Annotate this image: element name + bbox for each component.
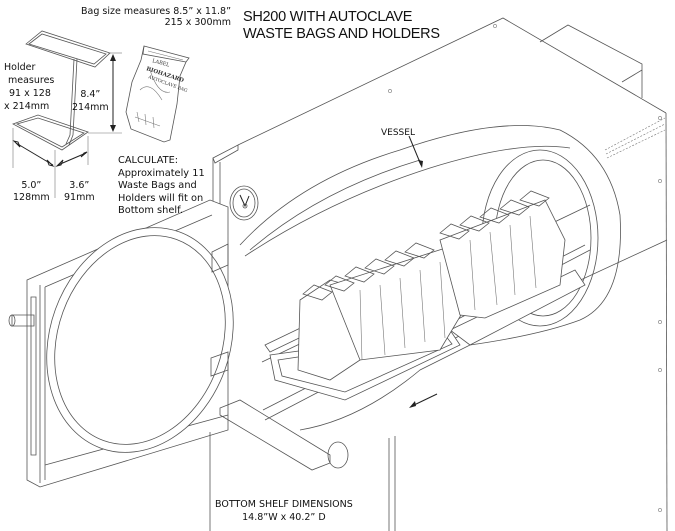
calculate-line-2: Waste Bags and: [118, 180, 197, 191]
calculate-line-4: Bottom shelf.: [118, 205, 183, 216]
calculate-note: CALCULATE: Approximately 11 Waste Bags a…: [118, 155, 205, 218]
bag-size-line-2: 215 x 300mm: [164, 16, 231, 28]
door-handle: [8, 314, 35, 327]
calculate-heading: CALCULATE:: [118, 155, 179, 166]
vent-holes: [604, 117, 666, 159]
holder-height-dimension: 8.4” 214mm: [72, 88, 109, 114]
calculate-line-3: Holders will fit on: [118, 192, 204, 204]
shelf-with-bags: [261, 190, 591, 421]
bag-size-line-1: Bag size measures 8.5” x 11.8”: [81, 6, 231, 17]
holder-width-mm: 91mm: [64, 192, 95, 203]
holder-diagram: [12, 30, 122, 198]
holder-length-in: 5.0”: [21, 180, 42, 191]
pressure-gauge: [229, 185, 259, 221]
holder-line-3: 91 x 128: [9, 88, 51, 99]
title-line-2: WASTE BAGS AND HOLDERS: [243, 25, 440, 42]
holder-height-mm: 214mm: [72, 102, 109, 113]
bottom-shelf-line-2: 14.8”W x 40.2” D: [242, 512, 326, 523]
vessel-callout: VESSEL: [381, 128, 415, 138]
bottom-shelf-note: BOTTOM SHELF DIMENSIONS 14.8”W x 40.2” D: [215, 498, 353, 524]
bag-label-text: LABEL: [151, 58, 170, 69]
holder-width-dimension: 3.6” 91mm: [64, 180, 95, 204]
holder-height-in: 8.4”: [80, 89, 101, 100]
holder-measures-note: Holder measures 91 x 128 x 214mm: [4, 61, 54, 113]
holder-line-2: measures: [8, 75, 55, 86]
bottom-shelf-line-1: BOTTOM SHELF DIMENSIONS: [215, 499, 353, 510]
diagram-title: SH200 WITH AUTOCLAVE WASTE BAGS AND HOLD…: [243, 9, 440, 42]
holder-length-mm: 128mm: [13, 192, 50, 203]
title-line-1: SH200 WITH AUTOCLAVE: [243, 9, 413, 25]
holder-line-4: x 214mm: [4, 101, 50, 112]
holder-length-dimension: 5.0” 128mm: [13, 180, 50, 204]
holder-line-1: Holder: [4, 62, 36, 73]
waste-bag-illustration: [125, 45, 190, 143]
open-door: [8, 199, 349, 488]
holder-width-in: 3.6”: [69, 180, 90, 191]
calculate-line-1: Approximately 11: [118, 167, 205, 179]
bag-size-note: Bag size measures 8.5” x 11.8” 215 x 300…: [81, 6, 231, 29]
